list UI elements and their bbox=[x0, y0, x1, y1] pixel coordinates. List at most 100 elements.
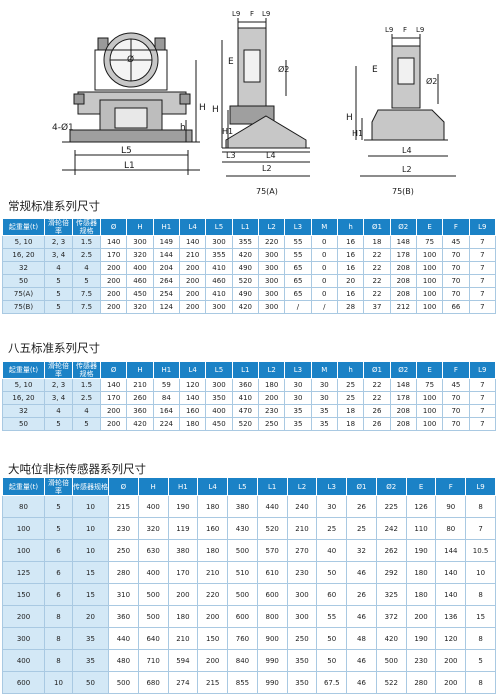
table-cell: 35 bbox=[72, 627, 109, 650]
label-l2-right: L2 bbox=[402, 165, 412, 174]
table-cell: 570 bbox=[256, 539, 288, 562]
table-cell: 300 bbox=[286, 583, 318, 606]
table-cell: 40 bbox=[316, 539, 348, 562]
table-cell: 8 bbox=[465, 627, 496, 650]
label-e-right: E bbox=[372, 65, 378, 75]
table-cell: 320 bbox=[137, 517, 169, 540]
table-cell: 25 bbox=[336, 378, 365, 392]
column-header: L2 bbox=[257, 218, 286, 236]
table-cell: 0 bbox=[310, 274, 338, 288]
table-cell: 180 bbox=[257, 378, 286, 392]
table-cell: 410 bbox=[231, 391, 259, 405]
table-cell: 120 bbox=[435, 627, 467, 650]
table-cell: 200 bbox=[167, 583, 199, 606]
column-header: F bbox=[442, 218, 470, 236]
table-cell: 300 bbox=[257, 248, 286, 262]
table-cell: 180 bbox=[197, 539, 229, 562]
table-cell: 490 bbox=[231, 261, 259, 275]
table-cell: 140 bbox=[99, 378, 128, 392]
label-l3-mid: L3 bbox=[226, 151, 236, 160]
table-cell: 600 bbox=[256, 583, 288, 606]
table-cell: 8 bbox=[465, 583, 496, 606]
column-header: H bbox=[126, 218, 154, 236]
table-cell: 8 bbox=[44, 627, 73, 650]
table-cell: 22 bbox=[363, 378, 391, 392]
table-cell: 5 bbox=[44, 517, 73, 540]
table-cell: 300 bbox=[205, 235, 233, 249]
section-title-standard: 常规标准系列尺寸 bbox=[8, 199, 100, 213]
column-header: Ø1 bbox=[363, 361, 391, 379]
table-cell: 230 bbox=[108, 517, 139, 540]
column-header: Ø1 bbox=[363, 218, 391, 236]
table-cell: 610 bbox=[256, 561, 288, 584]
table-cell: 208 bbox=[389, 261, 417, 275]
table-cell: 360 bbox=[126, 404, 154, 418]
column-header: h bbox=[336, 218, 365, 236]
table-cell: 18 bbox=[363, 235, 391, 249]
table-cell: 480 bbox=[108, 649, 139, 672]
table-cell: 5 bbox=[465, 649, 496, 672]
table-cell: 149 bbox=[152, 235, 180, 249]
table-cell: 16 bbox=[336, 248, 365, 262]
table-cell: 224 bbox=[152, 417, 180, 431]
label-75b: 75(B) bbox=[392, 187, 414, 196]
table-cell: 48 bbox=[346, 627, 377, 650]
table-cell: 8 bbox=[44, 649, 73, 672]
table-cell: 250 bbox=[257, 417, 286, 431]
table-cell: 200 bbox=[99, 300, 128, 314]
label-l5-left: L5 bbox=[121, 146, 132, 156]
table-cell: 204 bbox=[152, 261, 180, 275]
table-cell: 84 bbox=[152, 391, 180, 405]
table-cell: 200 bbox=[99, 261, 128, 275]
table-cell: 520 bbox=[231, 274, 259, 288]
table-cell: 30 bbox=[284, 378, 312, 392]
table-cell: 75(B) bbox=[2, 300, 45, 314]
table-cell: 180 bbox=[197, 495, 229, 518]
table-cell: 200 bbox=[99, 274, 128, 288]
column-header: L1 bbox=[231, 218, 259, 236]
column-header: F bbox=[442, 361, 470, 379]
table-cell: 70 bbox=[442, 287, 470, 301]
table-cell: 5 bbox=[44, 417, 73, 431]
column-header: Ø2 bbox=[389, 218, 417, 236]
table-cell: 1.5 bbox=[72, 378, 101, 392]
table-cell: 7 bbox=[465, 517, 496, 540]
label-h-small: h bbox=[180, 123, 186, 133]
table-cell: 500 bbox=[137, 605, 169, 628]
table-cell: 230 bbox=[257, 404, 286, 418]
column-header: H1 bbox=[152, 218, 180, 236]
right-drawing bbox=[355, 34, 456, 177]
column-header: h bbox=[336, 361, 365, 379]
table-cell: 15 bbox=[465, 605, 496, 628]
table-cell: 2.5 bbox=[72, 391, 101, 405]
column-header: M bbox=[310, 218, 338, 236]
table-cell: 640 bbox=[137, 627, 169, 650]
table-cell: 300 bbox=[126, 235, 154, 249]
table-cell: 380 bbox=[227, 495, 258, 518]
table-cell: 110 bbox=[405, 517, 437, 540]
table-cell: 55 bbox=[284, 248, 312, 262]
table-cell: 4 bbox=[44, 404, 73, 418]
column-header: E bbox=[415, 361, 444, 379]
table-cell: 630 bbox=[137, 539, 169, 562]
table-cell: 126 bbox=[405, 495, 437, 518]
column-header: 传感器规格 bbox=[72, 477, 109, 496]
table-cell: 210 bbox=[167, 627, 199, 650]
table-cell: 7 bbox=[468, 274, 497, 288]
table-cell: 200 bbox=[435, 649, 467, 672]
table-cell: 200 bbox=[178, 287, 207, 301]
table-cell: 450 bbox=[205, 417, 233, 431]
column-header: 起重量(t) bbox=[2, 477, 45, 496]
table-cell: 5 bbox=[72, 274, 101, 288]
table-cell: 230 bbox=[286, 561, 318, 584]
table-cell: 200 bbox=[178, 261, 207, 275]
label-l9c: L9 bbox=[385, 26, 393, 34]
table-cell: 4 bbox=[44, 261, 73, 275]
table-cell: 6 bbox=[44, 583, 73, 606]
table-cell: 25 bbox=[346, 517, 377, 540]
table-cell: 500 bbox=[375, 649, 407, 672]
